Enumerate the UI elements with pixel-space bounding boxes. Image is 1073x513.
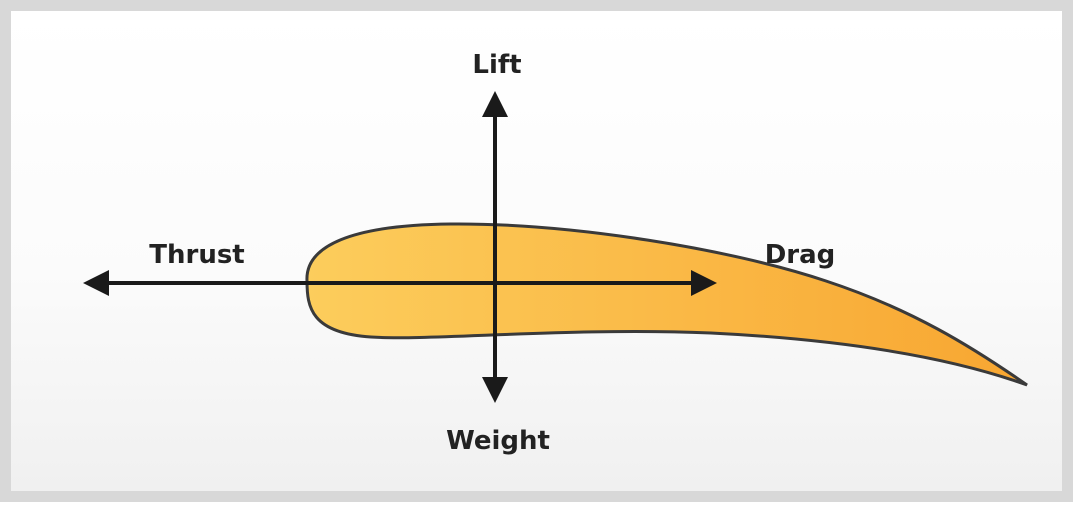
lift-arrowhead — [482, 91, 508, 117]
thrust-arrowhead — [83, 270, 109, 296]
diagram-frame: Lift Thrust Drag Weight — [0, 0, 1073, 502]
drag-label: Drag — [765, 240, 836, 270]
airfoil-forces-diagram: Lift Thrust Drag Weight — [83, 50, 1028, 456]
weight-label: Weight — [446, 426, 550, 456]
drag-arrowhead — [691, 270, 717, 296]
weight-arrowhead — [482, 377, 508, 403]
thrust-label: Thrust — [149, 240, 244, 270]
airfoil-shape — [305, 222, 1028, 387]
lift-label: Lift — [472, 50, 521, 80]
